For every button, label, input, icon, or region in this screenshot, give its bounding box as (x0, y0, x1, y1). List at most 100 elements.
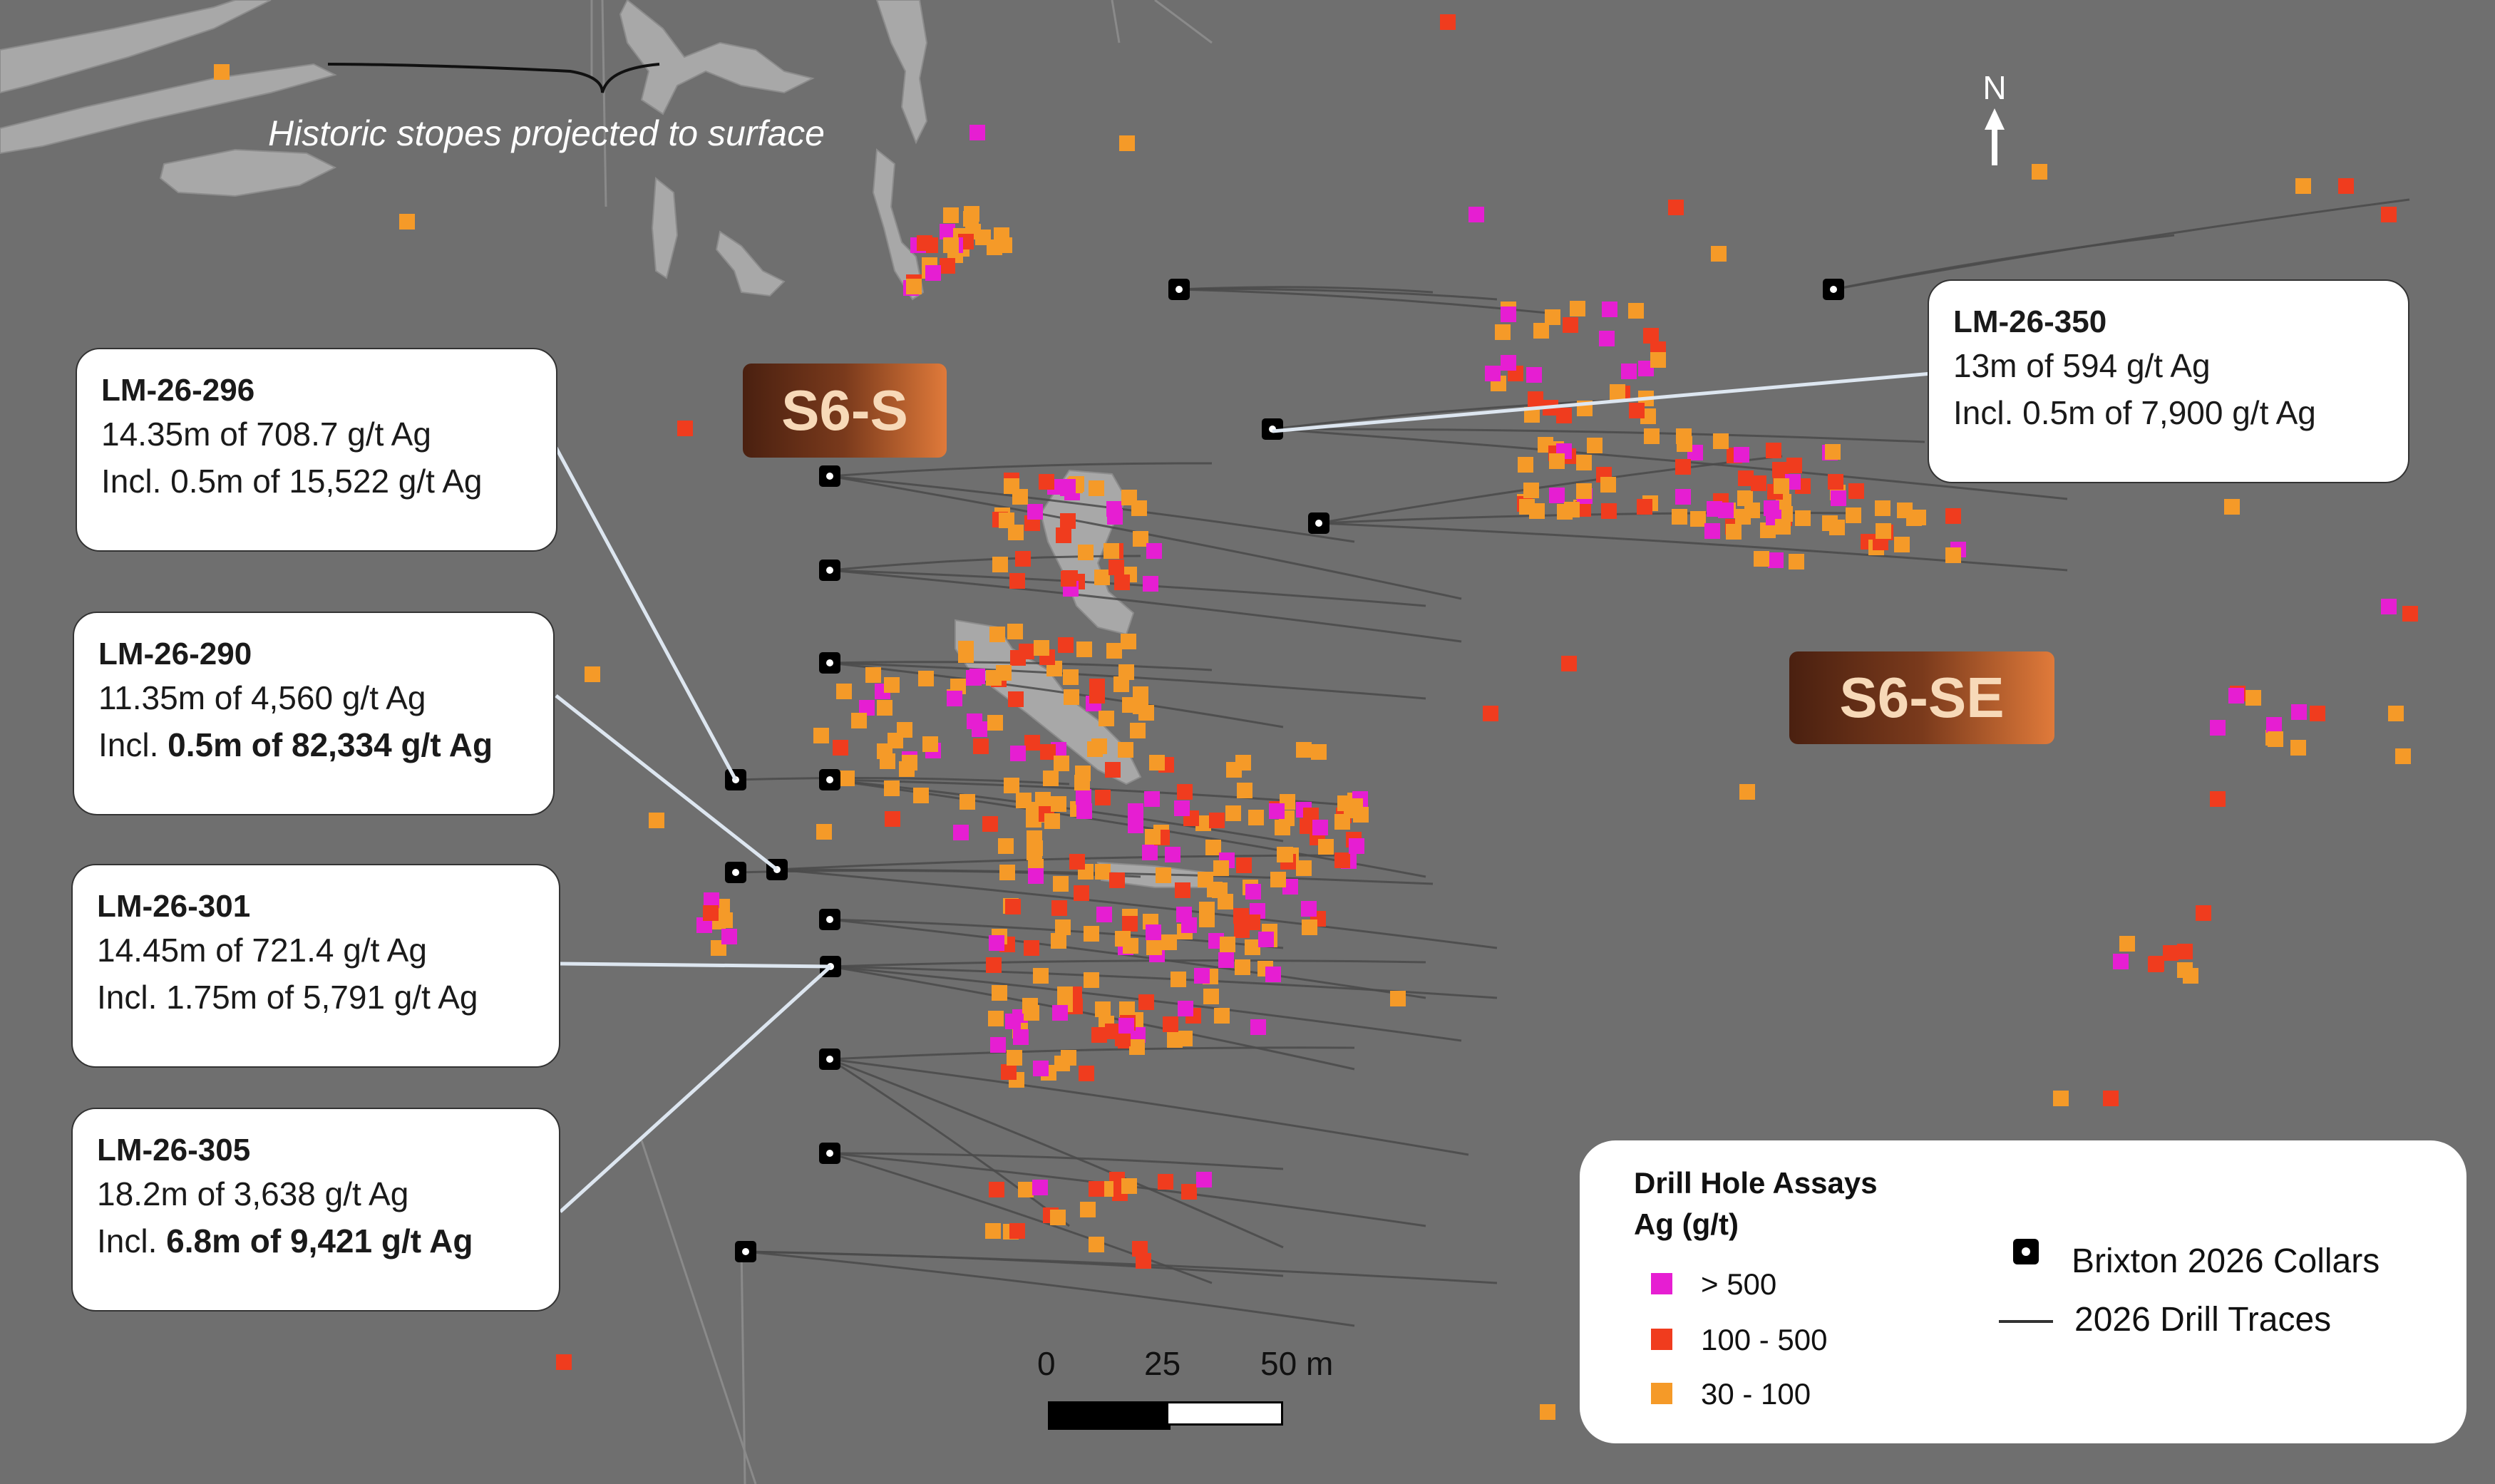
assay-point (1122, 916, 1138, 932)
assay-point (1063, 669, 1079, 685)
assay-point (1637, 499, 1652, 515)
assay-point (1245, 939, 1260, 955)
assay-point (1076, 803, 1092, 819)
assay-point (1010, 746, 1026, 761)
assay-point (1158, 1174, 1173, 1190)
assay-point (1027, 840, 1043, 856)
assay-point (836, 684, 852, 699)
drill-trace (829, 555, 1141, 572)
assay-point (986, 957, 1002, 973)
assay-point (1121, 634, 1136, 649)
assay-point (1621, 364, 1637, 379)
assay-point (947, 691, 962, 706)
assay-point (1650, 352, 1666, 368)
assay-point (1144, 791, 1160, 807)
assay-point (1483, 706, 1498, 721)
assay-point (958, 647, 974, 663)
assay-point (1214, 1008, 1230, 1024)
assay-point (1203, 989, 1219, 1004)
assay-point (1519, 499, 1535, 515)
callout-lm-26-296: LM-26-296 14.35m of 708.7 g/t Ag Incl. 0… (76, 348, 557, 552)
assay-point (1549, 488, 1565, 503)
callout-hole-id: LM-26-301 (97, 889, 251, 924)
stope-polygon (0, 0, 272, 94)
assay-point (985, 1223, 1001, 1239)
drill-trace (1833, 198, 2410, 291)
assay-point (1146, 924, 1161, 940)
assay-point (1601, 503, 1617, 519)
leader-lm-26-305 (559, 965, 832, 1213)
legend-subtitle: Ag (g/t) (1634, 1207, 1739, 1241)
assay-point (851, 713, 867, 728)
assay-point (585, 666, 600, 682)
zone-label-s6-s: S6-S (743, 364, 947, 458)
assay-point (925, 265, 941, 281)
assay-point (1108, 560, 1124, 575)
assay-point (1786, 458, 1802, 473)
assay-point (1129, 1039, 1145, 1055)
stope-polygon (651, 177, 679, 279)
callout-including-text: Incl. (97, 1222, 167, 1259)
assay-point (996, 665, 1012, 681)
assay-point (1051, 933, 1066, 949)
assay-point (969, 125, 985, 140)
assay-point (918, 671, 934, 686)
assay-point (1079, 1066, 1094, 1081)
scale-label-25: 25 (1144, 1345, 1181, 1382)
assay-point (399, 214, 415, 230)
assay-point (1060, 513, 1076, 529)
stope-polygon (715, 230, 786, 297)
assay-point (2266, 717, 2282, 733)
collar-marker (819, 909, 840, 930)
assay-point (1163, 1016, 1178, 1032)
assay-point (1270, 872, 1286, 887)
assay-point (1846, 507, 1861, 523)
assay-point (1044, 813, 1060, 829)
assay-point (1277, 847, 1293, 862)
assay-point (1013, 1029, 1029, 1045)
assay-point (1600, 477, 1616, 493)
assay-point (1334, 852, 1350, 868)
assay-point (987, 239, 1002, 255)
assay-point (1245, 884, 1261, 900)
assay-point (1775, 519, 1791, 535)
assay-point (1058, 637, 1074, 653)
callout-interval: 18.2m of 3,638 g/t Ag (97, 1175, 409, 1212)
assay-point (1084, 972, 1099, 988)
scale-label-0: 0 (1037, 1345, 1056, 1382)
callout-hole-id: LM-26-290 (98, 637, 252, 671)
legend-swatch-high (1651, 1273, 1672, 1294)
callout-lm-26-350: LM-26-350 13m of 594 g/t Ag Incl. 0.5m o… (1928, 279, 2409, 483)
collar-marker (725, 862, 746, 883)
assay-point (943, 237, 959, 253)
leader-lm-26-290 (555, 694, 778, 871)
legend-swatch-low (1651, 1383, 1672, 1404)
assay-point (1668, 200, 1684, 215)
assay-point (2103, 1091, 2119, 1106)
callout-interval: 11.35m of 4,560 g/t Ag (98, 679, 426, 716)
assay-point (2290, 740, 2306, 756)
assay-point (1087, 741, 1103, 757)
assay-point (1181, 1184, 1197, 1200)
callout-including: Incl. 6.8m of 9,421 g/t Ag (97, 1217, 535, 1264)
drill-trace (829, 569, 1462, 643)
assay-points (214, 14, 2418, 1420)
assay-point (2291, 704, 2307, 720)
assay-point (1060, 479, 1076, 495)
assay-point (833, 740, 848, 756)
assay-point (2210, 791, 2226, 807)
assay-point (1007, 1050, 1022, 1066)
collar-marker (1823, 279, 1844, 300)
assay-point (1130, 723, 1146, 738)
assay-point (1076, 641, 1092, 657)
assay-point (1638, 361, 1654, 376)
assay-point (1175, 882, 1190, 898)
assay-point (994, 227, 1009, 243)
assay-point (1069, 854, 1085, 870)
assay-point (2053, 1091, 2069, 1106)
assay-point (1524, 407, 1540, 423)
drill-trace (776, 854, 1355, 871)
assay-point (2388, 706, 2404, 721)
assay-point (214, 64, 230, 80)
assay-point (1119, 1001, 1135, 1017)
